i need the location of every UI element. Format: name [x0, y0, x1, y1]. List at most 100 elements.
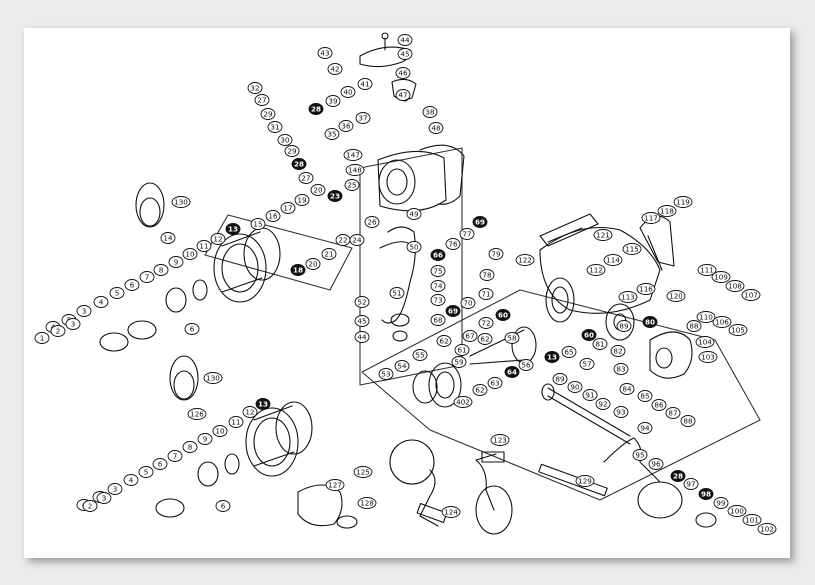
part-label-9: 9: [197, 433, 213, 445]
svg-text:3: 3: [113, 485, 118, 494]
part-label-12: 12: [242, 406, 258, 418]
part-label-71: 71: [478, 288, 494, 300]
part-label-9: 9: [168, 256, 184, 268]
part-label-79: 79: [488, 248, 504, 260]
svg-text:9: 9: [203, 435, 208, 444]
svg-text:119: 119: [676, 198, 690, 207]
part-label-45: 45: [354, 315, 370, 327]
part-label-103: 103: [698, 351, 718, 363]
part-label-116: 116: [636, 283, 656, 295]
svg-text:104: 104: [698, 338, 712, 347]
part-label-41: 41: [357, 78, 373, 90]
part-label-74: 74: [430, 280, 446, 292]
svg-text:12: 12: [245, 408, 254, 417]
svg-text:31: 31: [270, 123, 279, 132]
svg-text:76: 76: [448, 240, 458, 249]
svg-text:2: 2: [88, 502, 93, 511]
svg-text:128: 128: [360, 499, 374, 508]
part-label-43: 43: [317, 47, 333, 59]
svg-text:24: 24: [352, 236, 362, 245]
svg-text:7: 7: [173, 452, 178, 461]
svg-text:47: 47: [398, 91, 407, 100]
svg-text:130: 130: [206, 374, 220, 383]
svg-text:58: 58: [507, 334, 517, 343]
svg-text:83: 83: [616, 365, 625, 374]
svg-text:70: 70: [463, 299, 473, 308]
part-label-125: 125: [353, 466, 373, 478]
part-label-113: 113: [618, 291, 638, 303]
svg-text:65: 65: [564, 348, 573, 357]
part-label-58: 58: [504, 332, 520, 344]
handle-arm-right: [603, 437, 717, 528]
part-label-100: 100: [727, 505, 747, 517]
part-label-73: 73: [430, 294, 446, 306]
part-label-95: 95: [632, 449, 648, 461]
part-label-87: 87: [665, 407, 681, 419]
part-label-4: 4: [93, 296, 109, 308]
part-label-30: 30: [277, 134, 293, 146]
svg-text:45: 45: [357, 317, 366, 326]
svg-text:74: 74: [433, 282, 443, 291]
part-label-45: 45: [397, 48, 413, 60]
svg-text:59: 59: [454, 358, 464, 367]
part-label-126: 126: [187, 408, 207, 420]
part-label-60: 60: [495, 309, 511, 321]
svg-text:60: 60: [584, 331, 594, 340]
svg-text:26: 26: [367, 218, 377, 227]
part-label-37: 37: [355, 112, 371, 124]
part-label-130: 130: [203, 372, 223, 384]
part-label-23: 23: [327, 190, 343, 202]
svg-text:81: 81: [595, 340, 604, 349]
assembly-box-body: [361, 289, 761, 501]
svg-text:8: 8: [188, 443, 193, 452]
part-label-119: 119: [673, 196, 693, 208]
part-label-53: 53: [378, 368, 394, 380]
part-label-31: 31: [267, 121, 283, 133]
svg-text:46: 46: [398, 69, 408, 78]
part-label-50: 50: [406, 241, 422, 253]
part-label-7: 7: [167, 450, 183, 462]
svg-text:111: 111: [700, 266, 714, 275]
svg-text:88: 88: [683, 417, 693, 426]
part-label-102: 102: [757, 523, 777, 535]
part-label-75: 75: [430, 265, 446, 277]
part-label-77: 77: [459, 228, 475, 240]
part-label-3: 3: [65, 318, 81, 330]
svg-text:57: 57: [582, 360, 591, 369]
svg-text:5: 5: [115, 289, 120, 298]
part-label-88: 88: [680, 415, 696, 427]
svg-text:25: 25: [347, 181, 356, 190]
part-label-62: 62: [472, 384, 488, 396]
part-label-118: 118: [657, 205, 677, 217]
svg-text:120: 120: [669, 292, 683, 301]
svg-text:69: 69: [448, 307, 458, 316]
svg-text:80: 80: [645, 318, 655, 327]
svg-text:27: 27: [257, 96, 266, 105]
part-label-27: 27: [254, 94, 270, 106]
svg-text:125: 125: [356, 468, 370, 477]
svg-text:51: 51: [392, 289, 401, 298]
svg-text:19: 19: [297, 196, 307, 205]
part-label-114: 114: [603, 254, 623, 266]
svg-text:16: 16: [268, 212, 278, 221]
svg-text:110: 110: [699, 313, 713, 322]
part-label-120: 120: [666, 290, 686, 302]
part-label-108: 108: [725, 280, 745, 292]
spool-upper: [99, 182, 281, 352]
svg-text:106: 106: [715, 318, 729, 327]
part-label-61: 61: [454, 344, 470, 356]
part-label-97: 97: [683, 478, 699, 490]
svg-text:3: 3: [102, 494, 107, 503]
part-label-96: 96: [648, 458, 664, 470]
svg-text:4: 4: [99, 298, 104, 307]
part-label-69: 69: [445, 305, 461, 317]
svg-text:90: 90: [570, 383, 580, 392]
part-label-65: 65: [561, 346, 577, 358]
part-label-47: 47: [395, 89, 411, 101]
svg-text:11: 11: [199, 242, 208, 251]
part-label-94: 94: [637, 422, 653, 434]
part-label-57: 57: [579, 358, 595, 370]
svg-text:22: 22: [338, 236, 347, 245]
svg-text:60: 60: [498, 311, 508, 320]
svg-text:100: 100: [730, 507, 744, 516]
